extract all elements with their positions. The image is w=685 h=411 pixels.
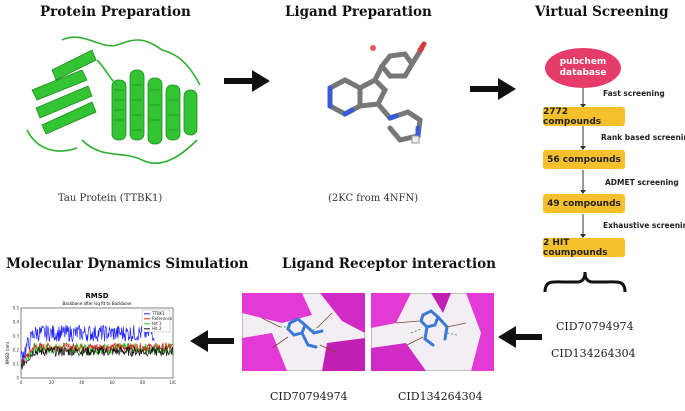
arrow-right-icon xyxy=(470,78,516,100)
interaction-image-2 xyxy=(371,293,494,371)
rmsd-trace-0 xyxy=(20,324,155,363)
screening-connectors xyxy=(580,88,586,238)
rmsd-xtick: 60 xyxy=(110,380,116,385)
arrow-left-icon xyxy=(498,326,542,348)
step-label-admet: ADMET screening xyxy=(605,178,679,187)
interaction-image-1 xyxy=(242,293,365,371)
rmsd-ytick: 0 xyxy=(16,376,19,381)
rmsd-xtick: 100 xyxy=(169,380,176,385)
arrow-right-icon xyxy=(224,70,270,92)
caption-protein: Tau Protein (TTBK1) xyxy=(58,193,163,204)
rmsd-plot: RMSD Backbone after lsq fit to Backbone … xyxy=(5,292,176,385)
ligand-structure-image xyxy=(327,41,427,144)
rmsd-xtick: 80 xyxy=(140,380,146,385)
rmsd-title: RMSD xyxy=(85,292,108,300)
heading-md-simulation: Molecular Dynamics Simulation xyxy=(6,256,249,272)
heading-ligand-receptor: Ligand Receptor interaction xyxy=(282,256,496,272)
rmsd-legend-label: TTBK1 xyxy=(151,311,165,316)
rmsd-xtick: 0 xyxy=(20,380,23,385)
protein-structure-image xyxy=(26,36,201,165)
rmsd-ylabel: RMSD (nm) xyxy=(5,341,10,364)
heading-virtual-screening: Virtual Screening xyxy=(535,4,669,20)
step-label-fast: Fast screening xyxy=(603,89,665,98)
rmsd-trace-3 xyxy=(20,342,174,368)
rmsd-legend-label: Reference xyxy=(152,316,173,321)
interaction-caption-2: CID134264304 xyxy=(398,390,483,403)
rmsd-ytick: 0.2 xyxy=(13,348,20,353)
pubchem-database-node: pubchem database xyxy=(545,48,621,88)
result-box-49: 49 compounds xyxy=(543,194,625,213)
database-line-2: database xyxy=(559,68,607,78)
rmsd-ytick: 0.1 xyxy=(13,362,20,367)
rmsd-legend-box xyxy=(141,309,171,333)
step-label-exhaustive: Exhaustive screening xyxy=(603,221,685,230)
rmsd-ytick: 0.3 xyxy=(13,334,20,339)
result-box-56: 56 compounds xyxy=(543,150,625,169)
rmsd-ytick: 0.4 xyxy=(13,320,20,325)
result-box-hits: 2 HIT coumpounds xyxy=(543,238,625,258)
database-line-1: pubchem xyxy=(559,57,607,67)
arrow-left-icon xyxy=(190,330,234,352)
hit-cid-1: CID70794974 xyxy=(556,320,634,333)
caption-ligand: (2KC from 4NFN) xyxy=(328,193,419,204)
rmsd-trace-1 xyxy=(20,345,174,370)
heading-ligand-preparation: Ligand Preparation xyxy=(285,4,432,20)
rmsd-subtitle: Backbone after lsq fit to Backbone xyxy=(62,301,132,306)
rmsd-legend-label: Hit 1 xyxy=(152,321,162,326)
interaction-caption-1: CID70794974 xyxy=(270,390,348,403)
step-label-rank: Rank based screening xyxy=(601,133,685,142)
hit-cid-2: CID134264304 xyxy=(551,347,636,360)
rmsd-xtick: 20 xyxy=(49,380,55,385)
rmsd-ytick: 0.5 xyxy=(13,306,20,311)
rmsd-legend-label: Hit 2 xyxy=(152,326,162,331)
rmsd-xtick: 40 xyxy=(79,380,85,385)
curly-brace-icon xyxy=(543,271,627,293)
heading-protein-preparation: Protein Preparation xyxy=(40,4,191,20)
result-box-2772: 2772 compounds xyxy=(543,107,625,127)
